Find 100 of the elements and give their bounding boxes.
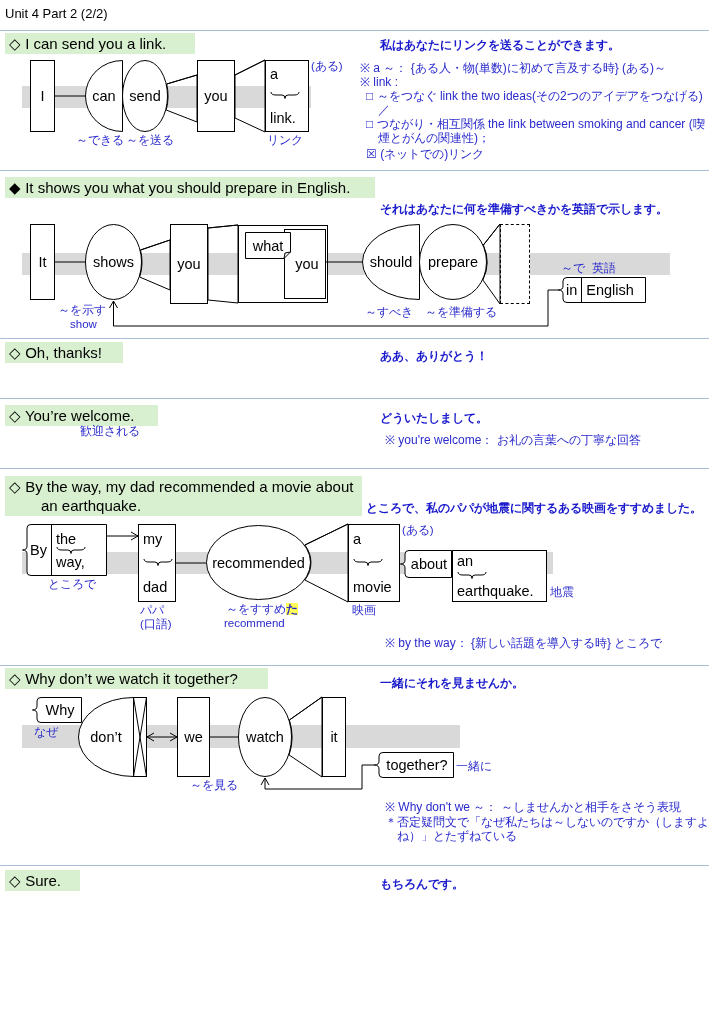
connector-line [325, 261, 363, 263]
gloss-text: recommend [224, 617, 285, 630]
note-text: ☒ (ネットでの)リンク [366, 147, 486, 161]
connector-line [304, 523, 349, 603]
sentence-text: ◇ Oh, thanks! [5, 342, 123, 363]
gloss-text: 一緒に [456, 760, 492, 773]
connector-line [165, 74, 198, 123]
word-text: prepare [428, 254, 478, 270]
connector-line [209, 736, 239, 738]
sentence-text: ◇ I can send you a link. [5, 33, 195, 54]
translation-text: どういたしまして。 [380, 410, 488, 427]
word-text: I [40, 88, 45, 104]
translation-text: それはあなたに何を準備すべきかを英語で示します。 [380, 201, 668, 218]
word-box [265, 60, 309, 132]
word-box [177, 697, 210, 777]
gloss-text: なぜ [34, 726, 58, 739]
connector-line [207, 224, 239, 304]
gloss-text: パパ [140, 604, 164, 617]
translation-text: 私はあなたにリンクを送ることができます。 [380, 37, 620, 54]
gloss-text: (ある) [311, 60, 343, 73]
gloss-text: ～すべき [365, 306, 413, 319]
word-box [284, 229, 326, 299]
word-text: link. [270, 109, 296, 126]
connector-line [139, 239, 171, 291]
verb-ellipse [419, 224, 487, 300]
sentence-text: ◇ You’re welcome. [5, 405, 158, 426]
modifier-box [558, 277, 646, 303]
gloss-text: ～を見る [190, 779, 238, 792]
word-box [452, 550, 547, 602]
word-box [197, 60, 235, 132]
word-text: you [204, 88, 228, 104]
translation-text: ああ、ありがとう！ [380, 348, 488, 365]
auxiliary-shape [362, 224, 420, 300]
word-text: English [586, 282, 634, 298]
word-text: earthquake. [457, 583, 534, 600]
verb-ellipse [206, 525, 311, 600]
word-box [138, 524, 176, 602]
note-text: ※ a ～： {ある人・物(単数)に初めて言及する時} (ある)～ [360, 61, 667, 75]
word-text: the [55, 530, 77, 547]
connector-line [175, 562, 207, 564]
arrow [106, 531, 139, 541]
page-title: Unit 4 Part 2 (2/2) [5, 6, 108, 21]
word-text: you [177, 256, 201, 272]
auxiliary-shape [85, 60, 123, 132]
connector-line [234, 59, 266, 133]
gloss-text: ところで [48, 578, 96, 591]
word-box [348, 524, 400, 602]
word-text: recommended [212, 554, 305, 571]
word-text: It [38, 254, 47, 270]
arrow [146, 732, 178, 742]
word-text: way, [55, 553, 85, 570]
translation-text: ところで、私のパパが地震に関するある映画をすすめました。 [366, 500, 702, 517]
word-text: movie [353, 578, 392, 595]
connector-line [288, 696, 323, 778]
word-text: can [92, 88, 116, 104]
modifier-box [374, 752, 454, 778]
word-text: together? [386, 757, 448, 773]
gloss-text: ～を送る [126, 134, 174, 147]
word-text: you [295, 256, 319, 272]
note-text: ※ link : [360, 75, 399, 89]
word-box [30, 224, 55, 300]
verb-ellipse [85, 224, 142, 300]
word-text: an [457, 552, 474, 569]
gloss-text: ～を準備する [425, 306, 497, 319]
word-box [170, 224, 208, 304]
empty-slot-box [500, 224, 530, 304]
note-text: ※ by the way： {新しい話題を導入する時} ところで [385, 636, 664, 650]
word-text: send [129, 88, 161, 104]
word-text: Why [45, 702, 75, 718]
translation-text: 一緒にそれを見ませんか。 [380, 675, 524, 692]
word-box [238, 225, 328, 303]
note-text: ※ Why don't we ～： ～しませんかと相手をさそう表現 [385, 800, 682, 814]
translation-text: もちろんです。 [380, 876, 464, 893]
gloss-text: リンク [267, 134, 303, 147]
sentence-text: ◆ It shows you what you should prepare in English. [5, 177, 375, 198]
verb-ellipse [238, 697, 292, 777]
word-text: By [30, 542, 47, 558]
note-box [245, 232, 291, 259]
modifier-box [400, 550, 452, 578]
arrow [109, 289, 560, 327]
modifier-box [32, 697, 82, 723]
gloss-text: (口語) [140, 618, 172, 631]
arrow [260, 764, 376, 790]
word-box [322, 697, 346, 777]
sentence-text: ◇ Sure. [5, 870, 80, 891]
word-box [30, 60, 55, 132]
gloss-text: 映画 [352, 604, 376, 617]
connector-line [482, 223, 501, 305]
hourglass-box [133, 697, 147, 777]
word-text: we [184, 729, 203, 745]
sentence-text: ◇ Why don’t we watch it together? [5, 668, 268, 689]
connector-line [54, 95, 86, 97]
gloss-text: ～で [561, 262, 585, 275]
gloss-text: 地震 [550, 586, 574, 599]
word-text: my [143, 531, 163, 548]
word-text: dad [143, 578, 168, 595]
sentence-text: ◇ By the way, my dad recommended a movie about an earthquake. [5, 476, 362, 516]
word-text: should [369, 254, 413, 270]
gloss-text: (ある) [402, 524, 434, 537]
note-text: □ つながり・相互関係 the link between smoking and cancer (喫煙とがんの関連性)； [366, 117, 706, 145]
